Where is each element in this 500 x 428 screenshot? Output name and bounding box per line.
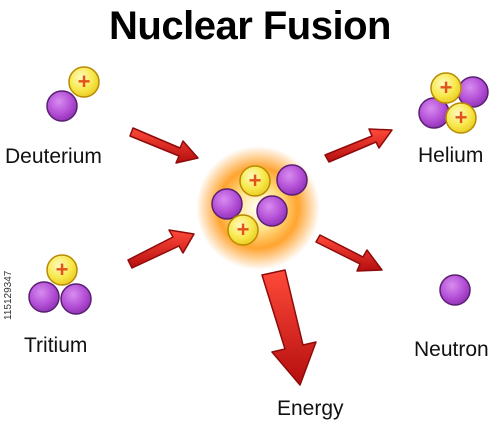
neutron-particle <box>46 90 78 122</box>
fusing-nucleus: + + <box>211 164 308 246</box>
arrow-center-to-helium <box>324 128 393 163</box>
proton-particle: + <box>445 102 477 134</box>
arrow-tritium-to-center <box>127 229 195 269</box>
proton-particle: + <box>68 66 100 98</box>
plus-sign: + <box>56 257 69 282</box>
proton-particle: + <box>227 214 259 246</box>
free-neutron <box>439 274 471 306</box>
neutron-particle <box>28 281 60 313</box>
plus-sign: + <box>440 75 453 100</box>
neutron-label: Neutron <box>414 338 489 361</box>
proton-particle: + <box>430 72 462 104</box>
arrow-center-to-energy <box>261 269 317 386</box>
proton-particle: + <box>239 165 271 197</box>
plus-sign: + <box>237 217 250 242</box>
deuterium-nucleus: + <box>46 66 100 122</box>
deuterium-label: Deuterium <box>5 145 102 168</box>
plus-sign: + <box>249 168 262 193</box>
neutron-particle <box>256 195 288 227</box>
neutron-particle <box>276 164 308 196</box>
energy-label: Energy <box>277 397 344 420</box>
arrow-center-to-neutron <box>315 234 383 272</box>
neutron-particle <box>60 283 92 315</box>
helium-nucleus: + + <box>418 72 489 134</box>
helium-label: Helium <box>418 144 484 167</box>
stock-id-text: 115129347 <box>3 270 14 320</box>
neutron-particle <box>211 188 243 220</box>
tritium-label: Tritium <box>24 334 88 357</box>
plus-sign: + <box>455 105 468 130</box>
tritium-nucleus: + <box>28 254 92 315</box>
page-title: Nuclear Fusion <box>109 4 391 48</box>
arrow-deuterium-to-center <box>129 127 199 164</box>
proton-particle: + <box>46 254 78 286</box>
plus-sign: + <box>78 69 91 94</box>
